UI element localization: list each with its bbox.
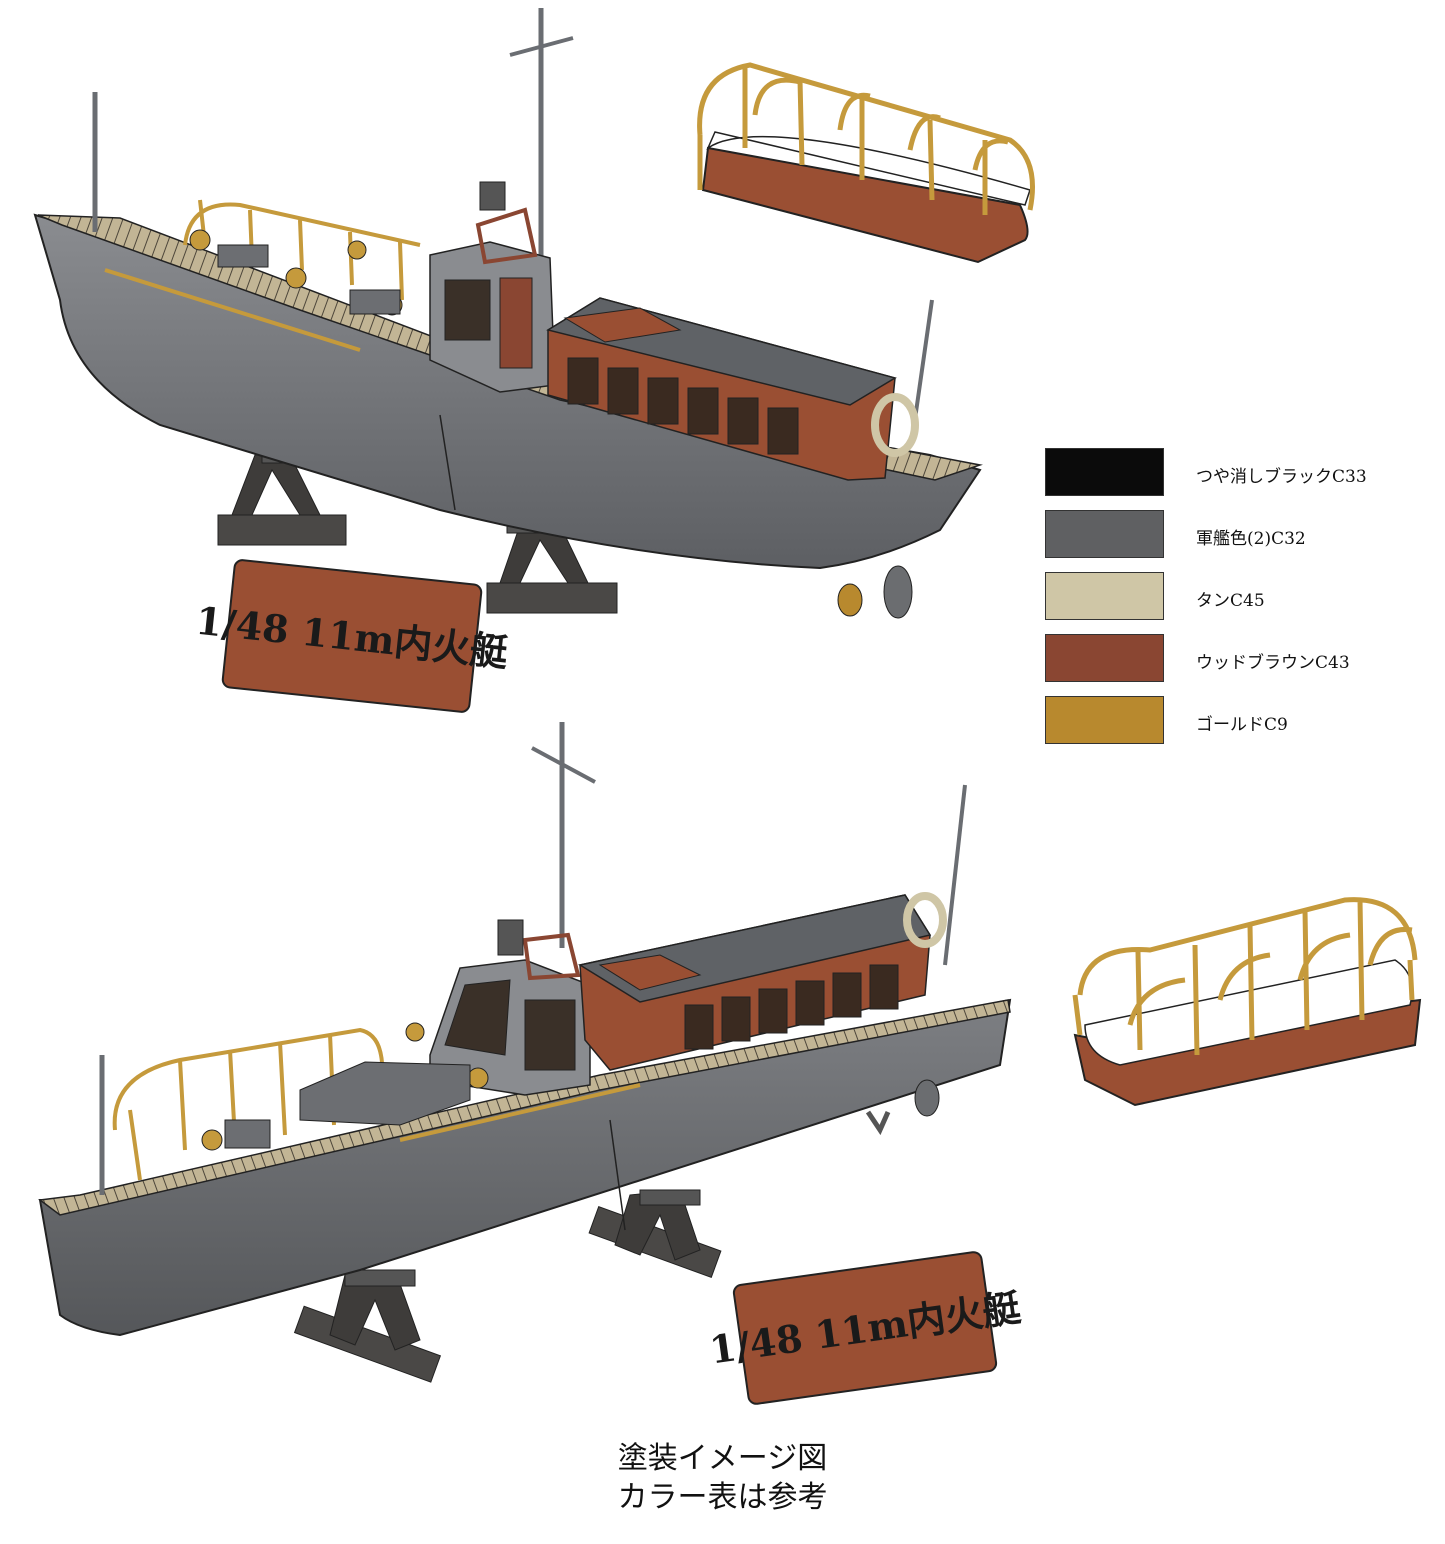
bottom-cage: [1072, 897, 1422, 1107]
bottom-boat: [38, 722, 1012, 1383]
bottom-stand-rear: [588, 1189, 722, 1279]
bottom-stand-front: [293, 1269, 442, 1383]
top-cabin: [546, 297, 919, 481]
bottom-wheelhouse: [429, 919, 591, 1096]
swatch-wood-brown: [1045, 634, 1164, 682]
bottom-hull: [38, 998, 1012, 1337]
caption-line-1: 塗装イメージ図: [617, 1441, 828, 1476]
bottom-cabin: [578, 892, 947, 1071]
swatch-label-tan: タンC45: [1196, 591, 1265, 611]
top-railing: [104, 199, 421, 352]
swatch-label-warship-gray: 軍艦色(2)C32: [1196, 529, 1306, 549]
top-propeller: [837, 583, 863, 617]
swatch-flat-black: [1045, 448, 1164, 496]
bottom-plaque: 1/48 11m内火艇: [707, 1251, 1023, 1405]
bottom-railing: [112, 1027, 641, 1181]
bottom-rudder: [914, 1079, 940, 1117]
swatch-warship-gray: [1045, 510, 1164, 558]
bottom-deck: [38, 999, 1011, 1216]
swatch-tan: [1045, 572, 1164, 620]
top-wheelhouse: [429, 181, 556, 393]
top-cage: [697, 62, 1035, 264]
top-deck: [37, 214, 983, 481]
top-plaque: 1/48 11m内火艇: [194, 559, 510, 713]
swatch-label-gold: ゴールドC9: [1196, 715, 1288, 735]
bottom-stern-mast: [943, 784, 967, 966]
swatch-label-wood-brown: ウッドブラウンC43: [1196, 653, 1350, 673]
top-stand-front: [217, 446, 347, 546]
top-boat: [33, 8, 983, 619]
swatch-label-flat-black: つや消しブラックC33: [1196, 467, 1367, 487]
caption-line-2: カラー表は参考: [617, 1480, 828, 1515]
swatch-gold: [1045, 696, 1164, 744]
top-rudder: [883, 565, 913, 619]
